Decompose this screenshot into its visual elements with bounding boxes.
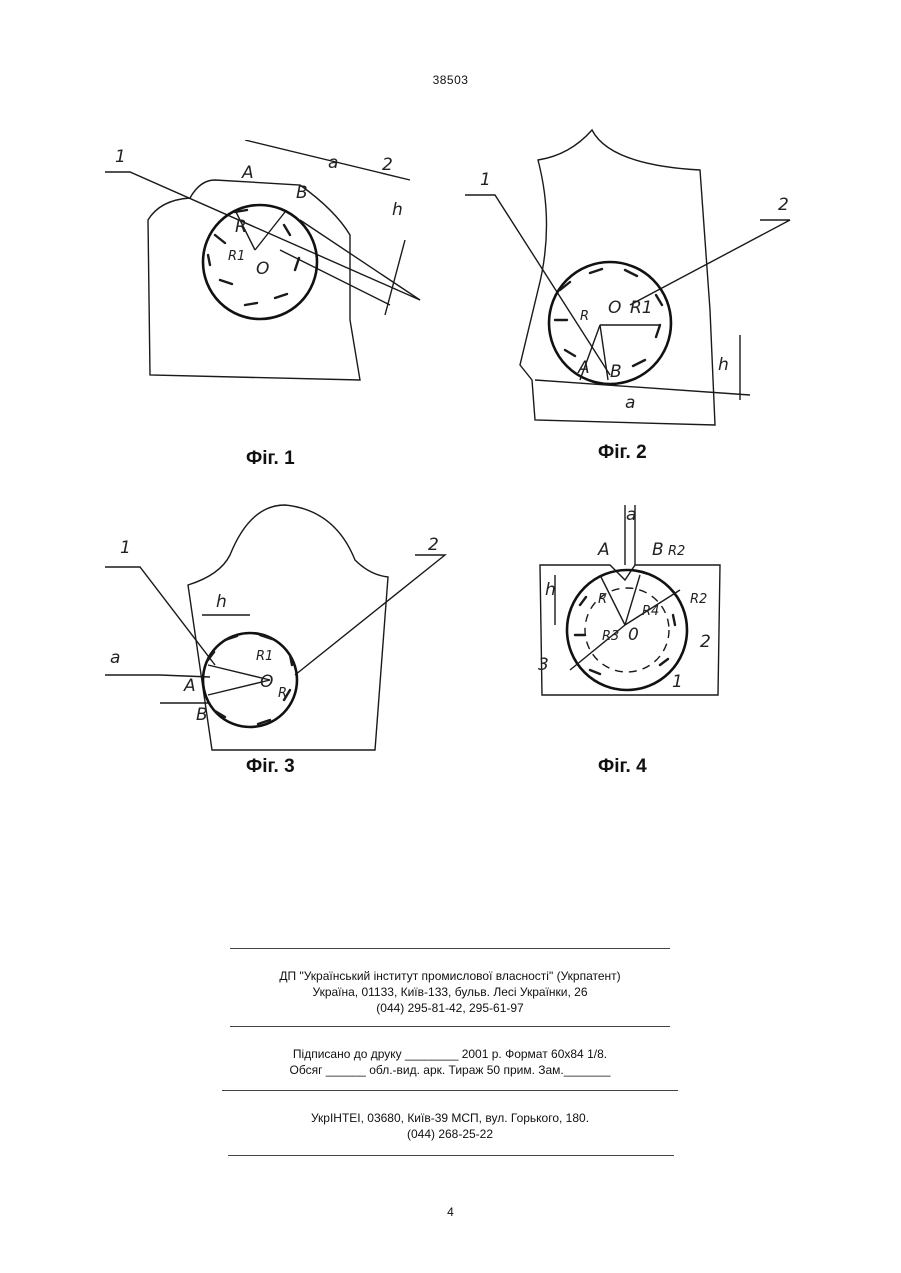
figure-1-caption: Фіг. 1: [246, 448, 295, 470]
fig3-label-B: B: [196, 705, 208, 725]
divider: [228, 1155, 674, 1156]
fig2-label-1: 1: [480, 170, 491, 190]
fig4-label-A: A: [597, 540, 610, 560]
fig2-label-R1: R1: [630, 298, 653, 318]
fig1-label-2: 2: [382, 155, 393, 175]
volume-circulation: Обсяг ______ обл.-вид. арк. Тираж 50 при…: [220, 1062, 680, 1078]
fig4-label-3: 3: [538, 655, 549, 675]
fig1-label-R1: R1: [228, 249, 245, 264]
fig2-label-A: A: [577, 358, 590, 378]
figure-4-caption: Фіг. 4: [598, 756, 647, 778]
fig1-label-A: A: [241, 163, 254, 183]
divider: [230, 948, 670, 949]
figure-2-caption: Фіг. 2: [598, 442, 647, 464]
fig4-label-R3: R3: [602, 629, 619, 644]
fig3-label-R: R: [278, 686, 287, 701]
print-details-block: Підписано до друку ________ 2001 р. Форм…: [220, 1046, 680, 1078]
publisher-phone: (044) 295-81-42, 295-61-97: [220, 1000, 680, 1016]
fig2-label-2: 2: [778, 195, 789, 215]
publisher-line: ДП "Український інститут промислової вла…: [220, 968, 680, 984]
fig3-label-A: A: [183, 676, 196, 696]
fig4-label-h: h: [545, 580, 556, 600]
fig4-label-R2: R2: [690, 592, 707, 607]
fig1-label-O: O: [256, 259, 269, 279]
divider: [230, 1026, 670, 1027]
fig2-label-O: O: [608, 298, 621, 318]
fig3-label-a: a: [110, 648, 120, 668]
fig1-label-h: h: [392, 200, 403, 220]
fig2-label-a: a: [625, 393, 635, 413]
fig3-label-1: 1: [120, 538, 131, 558]
fig4-label-R2-top: R2: [668, 544, 685, 559]
fig1-label-B: B: [296, 183, 308, 203]
fig3-label-R1: R1: [256, 649, 273, 664]
fig1-label-a: a: [328, 153, 338, 173]
fig4-label-1: 1: [672, 672, 683, 692]
page-number: 4: [0, 1205, 901, 1219]
fig1-label-R: R: [235, 217, 247, 237]
divider: [222, 1090, 678, 1091]
figure-3-drawing: 1 2 h a A B R1 O R: [100, 495, 450, 760]
fig4-label-R: R: [598, 592, 607, 607]
fig1-label-1: 1: [115, 147, 126, 167]
figure-4-drawing: a A B R2 R2 h R R4 R3 0 2 3 1: [530, 495, 730, 705]
fig4-label-2: 2: [700, 632, 711, 652]
printer-phone: (044) 268-25-22: [220, 1126, 680, 1142]
printer-address: УкрІНТЕІ, 03680, Київ-39 МСП, вул. Горьк…: [220, 1110, 680, 1126]
publisher-block: ДП "Український інститут промислової вла…: [220, 968, 680, 1016]
figure-3-caption: Фіг. 3: [246, 756, 295, 778]
fig2-label-h: h: [718, 355, 729, 375]
publisher-address: Україна, 01133, Київ-133, бульв. Лесі Ук…: [220, 984, 680, 1000]
fig2-label-B: B: [610, 362, 622, 382]
fig3-label-O: O: [260, 672, 273, 692]
fig4-label-B: B: [652, 540, 664, 560]
figure-2-drawing: 1 2 R O R1 A B h a: [460, 125, 800, 430]
fig4-label-R4: R4: [642, 604, 659, 619]
fig3-label-h: h: [216, 592, 227, 612]
patent-number: 38503: [0, 73, 901, 87]
figure-1-drawing: 1 2 A B a h R R1 O: [100, 140, 430, 390]
printer-block: УкрІНТЕІ, 03680, Київ-39 МСП, вул. Горьк…: [220, 1110, 680, 1142]
fig3-label-2: 2: [428, 535, 439, 555]
fig4-label-a: a: [626, 505, 636, 525]
fig4-label-0: 0: [628, 625, 639, 645]
signed-for-print: Підписано до друку ________ 2001 р. Форм…: [220, 1046, 680, 1062]
fig2-label-R: R: [580, 309, 589, 324]
